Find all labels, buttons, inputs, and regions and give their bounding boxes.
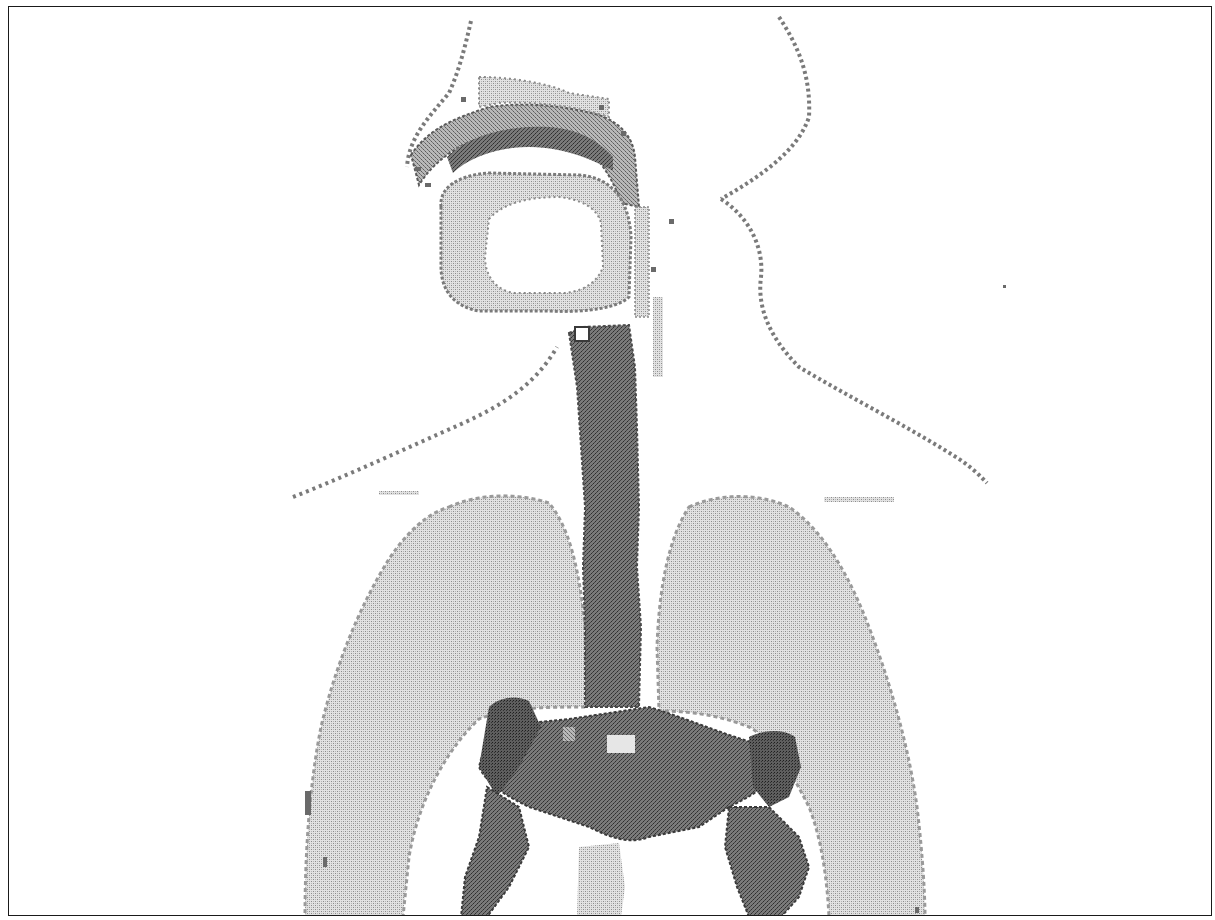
respiratory-system-illustration bbox=[9, 7, 1212, 916]
right-lung bbox=[305, 496, 587, 916]
pharynx bbox=[635, 207, 663, 377]
oral-cavity bbox=[441, 173, 631, 311]
shoulder-outline bbox=[293, 347, 557, 497]
figure-frame bbox=[8, 6, 1212, 916]
